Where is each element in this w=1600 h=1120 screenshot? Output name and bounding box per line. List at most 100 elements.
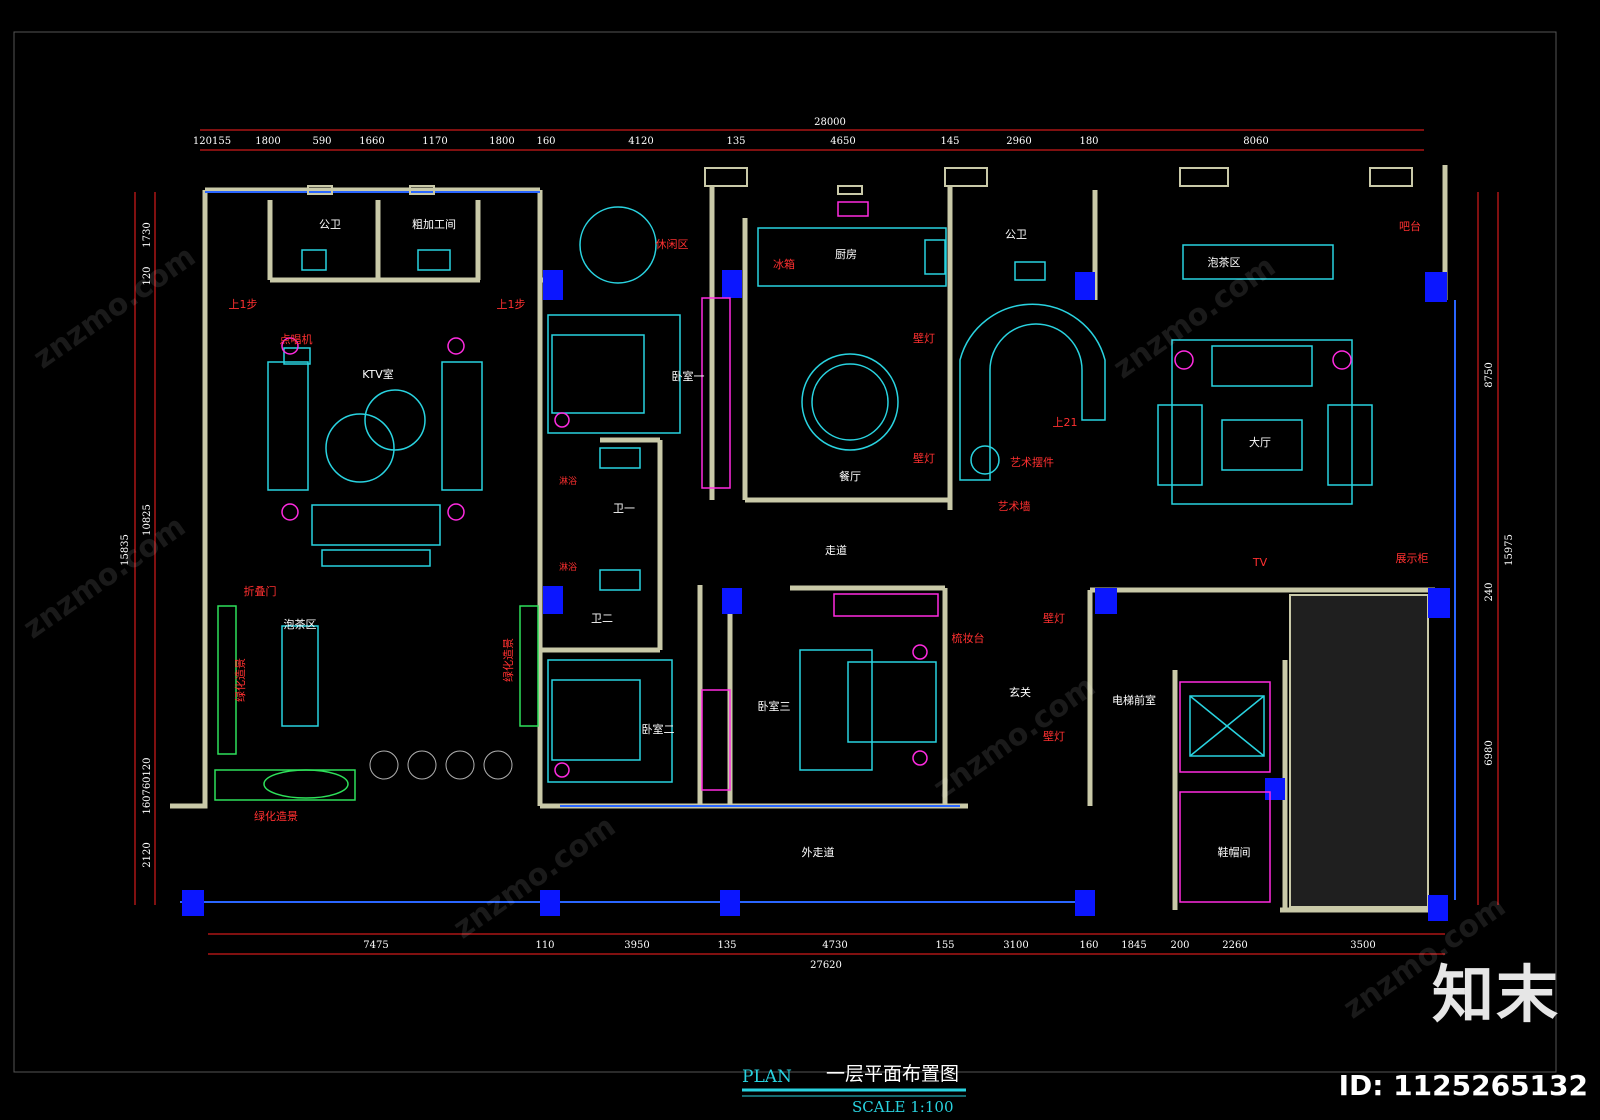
dim-right-total: 15975 xyxy=(1504,534,1515,566)
label-corridor: 走道 xyxy=(825,543,847,557)
label-folding-door: 折叠门 xyxy=(244,584,277,598)
svg-text:135: 135 xyxy=(717,940,736,951)
svg-text:3950: 3950 xyxy=(624,940,649,951)
label-tea-area-left: 泡茶区 xyxy=(284,617,317,631)
dims-bottom: 7475 110 3950 135 4730 155 3100 160 1845… xyxy=(363,940,1375,971)
windows-top xyxy=(307,167,1413,195)
label-cloakroom: 鞋帽间 xyxy=(1218,845,1251,859)
label-step-up-left: 上1步 xyxy=(229,298,258,311)
dim-top-total: 28000 xyxy=(814,117,846,128)
walls xyxy=(170,165,1448,913)
label-shower-2: 淋浴 xyxy=(559,561,577,573)
dim-left-total: 15835 xyxy=(120,534,131,566)
label-public-toilet-2: 公卫 xyxy=(1005,228,1027,241)
label-fridge: 冰箱 xyxy=(773,257,795,271)
dims-right: 8750 240 6980 15975 xyxy=(1484,362,1515,765)
dims-top: 28000 120155 1800 590 1660 1170 1800 160… xyxy=(193,117,1269,147)
svg-text:160: 160 xyxy=(536,136,555,147)
svg-text:145: 145 xyxy=(940,136,959,147)
dimension-lines xyxy=(134,129,1499,955)
label-landscape-bottom: 绿化造景 xyxy=(254,809,298,823)
svg-text:3500: 3500 xyxy=(1350,940,1375,951)
greenery xyxy=(214,605,539,801)
label-display-cabinet: 展示柜 xyxy=(1396,552,1429,565)
svg-text:135: 135 xyxy=(726,136,745,147)
label-up-21: 上21 xyxy=(1053,416,1078,429)
label-bedroom-2: 卧室二 xyxy=(642,722,675,736)
label-landscape-b: 绿化造景 xyxy=(501,638,515,682)
svg-text:1660: 1660 xyxy=(359,136,384,147)
partition-panels xyxy=(369,750,513,780)
label-bedroom-1: 卧室一 xyxy=(672,369,705,383)
dim-bottom-total: 27620 xyxy=(810,960,842,971)
svg-text:2260: 2260 xyxy=(1222,940,1247,951)
svg-text:1170: 1170 xyxy=(422,136,447,147)
svg-text:4650: 4650 xyxy=(830,136,855,147)
label-jukebox: 点唱机 xyxy=(280,332,313,346)
svg-text:1800: 1800 xyxy=(255,136,280,147)
label-wall-lamp-2: 壁灯 xyxy=(913,451,935,465)
label-step-up-right: 上1步 xyxy=(497,298,526,311)
svg-text:7475: 7475 xyxy=(363,940,388,951)
svg-text:155: 155 xyxy=(935,940,954,951)
svg-text:1800: 1800 xyxy=(489,136,514,147)
label-outer-corridor: 外走道 xyxy=(802,845,835,859)
svg-text:1730: 1730 xyxy=(142,222,153,247)
label-wall-lamp-3: 壁灯 xyxy=(1043,611,1065,625)
drawing-frame xyxy=(13,31,1557,1073)
svg-text:180: 180 xyxy=(1079,136,1098,147)
label-bath-2: 卫二 xyxy=(591,612,613,625)
label-wall-lamp-4: 壁灯 xyxy=(1043,729,1065,743)
svg-text:2960: 2960 xyxy=(1006,136,1031,147)
title-plan: PLAN xyxy=(742,1067,792,1087)
label-bar: 吧台 xyxy=(1399,219,1421,233)
brand-logo: 知末 xyxy=(1431,958,1560,1031)
label-dining: 餐厅 xyxy=(839,469,861,483)
structural-columns xyxy=(182,270,1450,921)
svg-text:120: 120 xyxy=(142,266,153,285)
svg-text:120: 120 xyxy=(142,757,153,776)
svg-text:590: 590 xyxy=(312,136,331,147)
asset-id: ID: 1125265132 xyxy=(1338,1069,1588,1102)
svg-text:120155: 120155 xyxy=(193,136,231,147)
label-wall-lamp-1: 壁灯 xyxy=(913,331,935,345)
label-foyer: 玄关 xyxy=(1009,685,1031,699)
svg-text:8060: 8060 xyxy=(1243,136,1268,147)
label-prep-room: 粗加工间 xyxy=(412,218,456,231)
label-tv: TV xyxy=(1252,556,1268,569)
svg-text:160: 160 xyxy=(1079,940,1098,951)
svg-text:110: 110 xyxy=(535,940,554,951)
svg-text:10825: 10825 xyxy=(142,504,153,536)
svg-text:1845: 1845 xyxy=(1121,940,1146,951)
svg-text:3100: 3100 xyxy=(1003,940,1028,951)
furniture-accents xyxy=(281,201,1352,903)
svg-text:4730: 4730 xyxy=(822,940,847,951)
label-elevator-lobby: 电梯前室 xyxy=(1112,693,1156,707)
svg-text:2120: 2120 xyxy=(142,842,153,867)
title-scale: SCALE 1:100 xyxy=(852,1098,954,1116)
label-dresser: 梳妆台 xyxy=(952,631,985,645)
label-ktv-room: KTV室 xyxy=(362,367,394,381)
title-name: 一层平面布置图 xyxy=(826,1063,959,1085)
label-art-piece: 艺术摆件 xyxy=(1010,455,1054,469)
label-shower-1: 淋浴 xyxy=(559,475,577,487)
svg-text:240: 240 xyxy=(1484,582,1495,601)
label-kitchen: 厨房 xyxy=(835,248,857,261)
svg-text:160: 160 xyxy=(142,795,153,814)
label-bath-1: 卫一 xyxy=(613,502,635,515)
label-hall: 大厅 xyxy=(1249,435,1271,449)
label-leisure-area: 休闲区 xyxy=(656,237,689,251)
svg-text:6980: 6980 xyxy=(1484,740,1495,765)
svg-text:200: 200 xyxy=(1170,940,1189,951)
room-labels: 公卫 粗加工间 上1步 上1步 点唱机 KTV室 折叠门 泡茶区 绿化造景 绿化… xyxy=(229,218,1429,859)
label-landscape-a: 绿化造景 xyxy=(233,658,247,702)
label-bedroom-3: 卧室三 xyxy=(758,699,791,713)
stair-core-hatch xyxy=(1289,594,1429,908)
dims-left: 1730 120 10825 120 760 160 2120 15835 xyxy=(120,222,153,867)
title-block: PLAN 一层平面布置图 SCALE 1:100 xyxy=(742,1063,966,1116)
label-public-toilet-1: 公卫 xyxy=(319,218,341,231)
svg-text:760: 760 xyxy=(142,776,153,795)
furniture xyxy=(267,206,1373,783)
svg-text:4120: 4120 xyxy=(628,136,653,147)
